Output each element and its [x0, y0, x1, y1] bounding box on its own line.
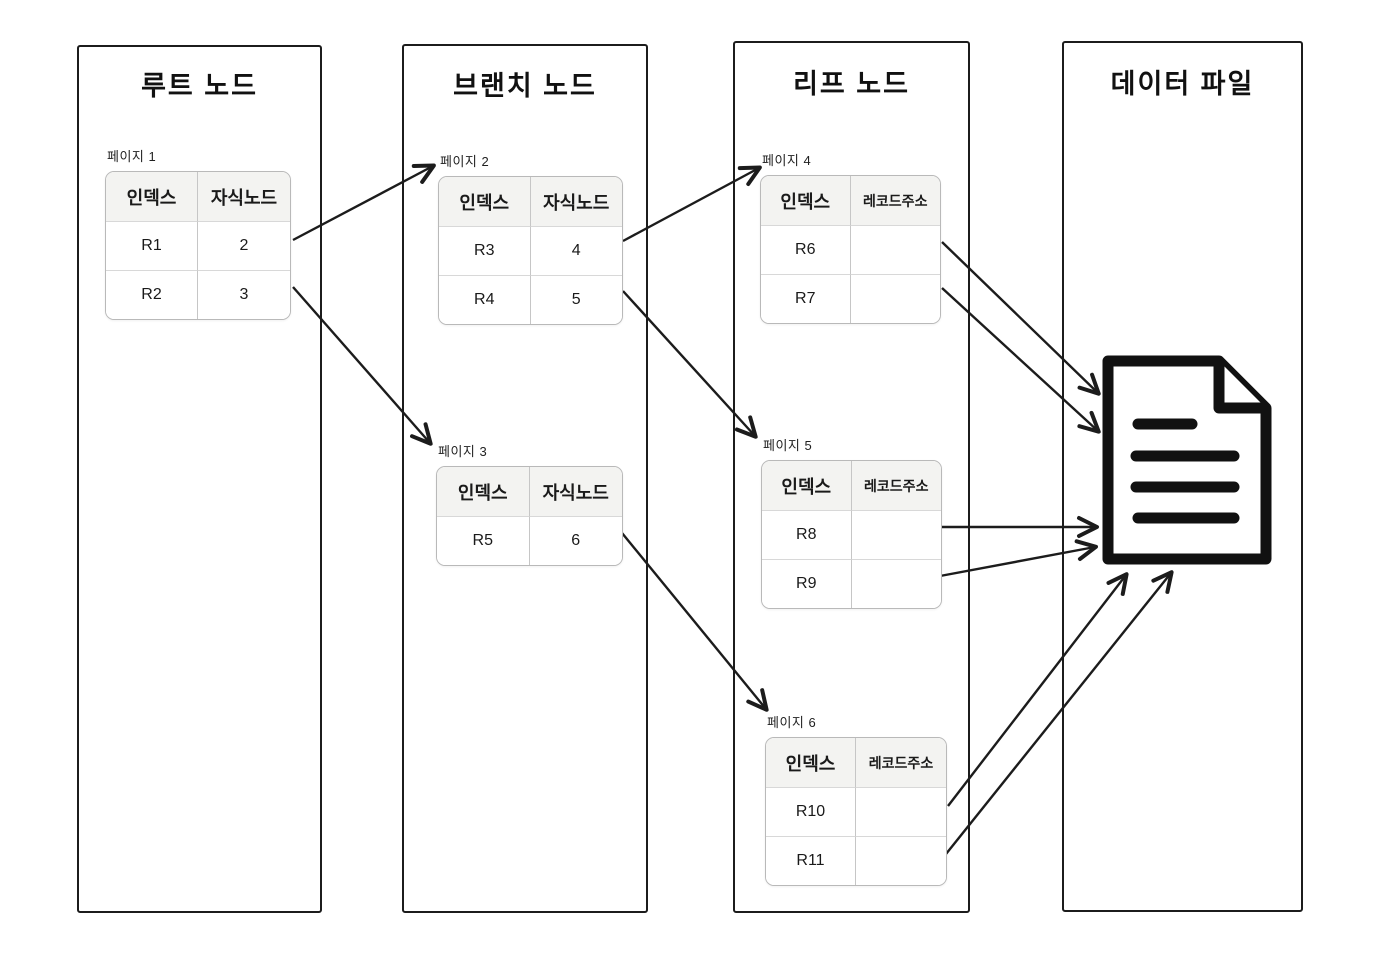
table-cell-index: R2 — [106, 270, 198, 319]
table-cell-index: R5 — [437, 516, 530, 565]
table-cell-value — [856, 836, 946, 885]
column-header-child: 자식노드 — [529, 467, 622, 516]
page-1: 페이지 1 인덱스 자식노드 R1 2 R2 3 — [105, 146, 291, 320]
panel-data-file — [1062, 41, 1303, 912]
table-cell-index: R8 — [762, 510, 852, 559]
panel-title-leaf: 리프 노드 — [793, 69, 910, 99]
panel-title-datafile: 데이터 파일 — [1110, 69, 1255, 99]
panel-branch-node — [402, 44, 648, 913]
table-cell-index: R3 — [439, 226, 531, 275]
table-cell-index: R7 — [761, 274, 851, 323]
table-cell-value — [851, 510, 941, 559]
table-cell-value: 6 — [529, 516, 622, 565]
document-icon — [1102, 355, 1272, 565]
arrow-r3-to-page4 — [622, 165, 762, 243]
panel-title-root: 루트 노드 — [141, 71, 258, 101]
panel-leaf-node — [733, 41, 970, 913]
page-5-table: 인덱스 레코드주소 R8 R9 — [761, 460, 942, 609]
page-label: 페이지 6 — [767, 715, 817, 730]
page-4-table: 인덱스 레코드주소 R6 R7 — [760, 175, 941, 324]
page-5: 페이지 5 인덱스 레코드주소 R8 R9 — [761, 435, 942, 609]
table-cell-index: R4 — [439, 275, 531, 324]
page-6-table: 인덱스 레코드주소 R10 R11 — [765, 737, 947, 886]
panel-root-node — [77, 45, 322, 913]
page-4: 페이지 4 인덱스 레코드주소 R6 R7 — [760, 150, 941, 324]
column-header-index: 인덱스 — [437, 467, 530, 516]
page-2: 페이지 2 인덱스 자식노드 R3 4 R4 5 — [438, 151, 623, 325]
arrow-r11-to-datafile — [945, 570, 1174, 855]
table-cell-index: R6 — [761, 225, 851, 274]
table-cell-value: 4 — [530, 226, 622, 275]
arrow-r2-to-page3 — [292, 286, 433, 446]
panel-title-branch: 브랜치 노드 — [453, 71, 597, 101]
page-label: 페이지 5 — [763, 438, 813, 453]
column-header-index: 인덱스 — [106, 172, 198, 221]
column-header-record-address: 레코드주소 — [850, 176, 940, 225]
page-2-table: 인덱스 자식노드 R3 4 R4 5 — [438, 176, 623, 325]
table-cell-value: 2 — [198, 221, 290, 270]
arrow-r9-to-datafile — [939, 539, 1098, 578]
page-label: 페이지 4 — [762, 153, 812, 168]
page-3-table: 인덱스 자식노드 R5 6 — [436, 466, 623, 566]
page-3: 페이지 3 인덱스 자식노드 R5 6 — [436, 441, 623, 566]
table-cell-value — [850, 274, 940, 323]
table-cell-index: R9 — [762, 559, 852, 608]
page-label: 페이지 1 — [107, 149, 157, 164]
column-header-index: 인덱스 — [761, 176, 851, 225]
table-cell-value — [856, 787, 946, 836]
column-header-child: 자식노드 — [530, 177, 622, 226]
column-header-index: 인덱스 — [762, 461, 852, 510]
column-header-child: 자식노드 — [198, 172, 290, 221]
table-cell-index: R10 — [766, 787, 856, 836]
column-header-index: 인덱스 — [439, 177, 531, 226]
arrow-r10-to-datafile — [947, 572, 1129, 807]
page-label: 페이지 2 — [440, 154, 490, 169]
table-cell-value — [850, 225, 940, 274]
table-cell-index: R1 — [106, 221, 198, 270]
table-cell-value: 5 — [530, 275, 622, 324]
column-header-record-address: 레코드주소 — [856, 738, 946, 787]
page-label: 페이지 3 — [438, 444, 488, 459]
table-cell-value: 3 — [198, 270, 290, 319]
page-6: 페이지 6 인덱스 레코드주소 R10 R11 — [765, 712, 947, 886]
table-cell-value — [851, 559, 941, 608]
column-header-record-address: 레코드주소 — [851, 461, 941, 510]
column-header-index: 인덱스 — [766, 738, 856, 787]
page-1-table: 인덱스 자식노드 R1 2 R2 3 — [105, 171, 291, 320]
table-cell-index: R11 — [766, 836, 856, 885]
arrow-r1-to-page2 — [292, 163, 436, 242]
